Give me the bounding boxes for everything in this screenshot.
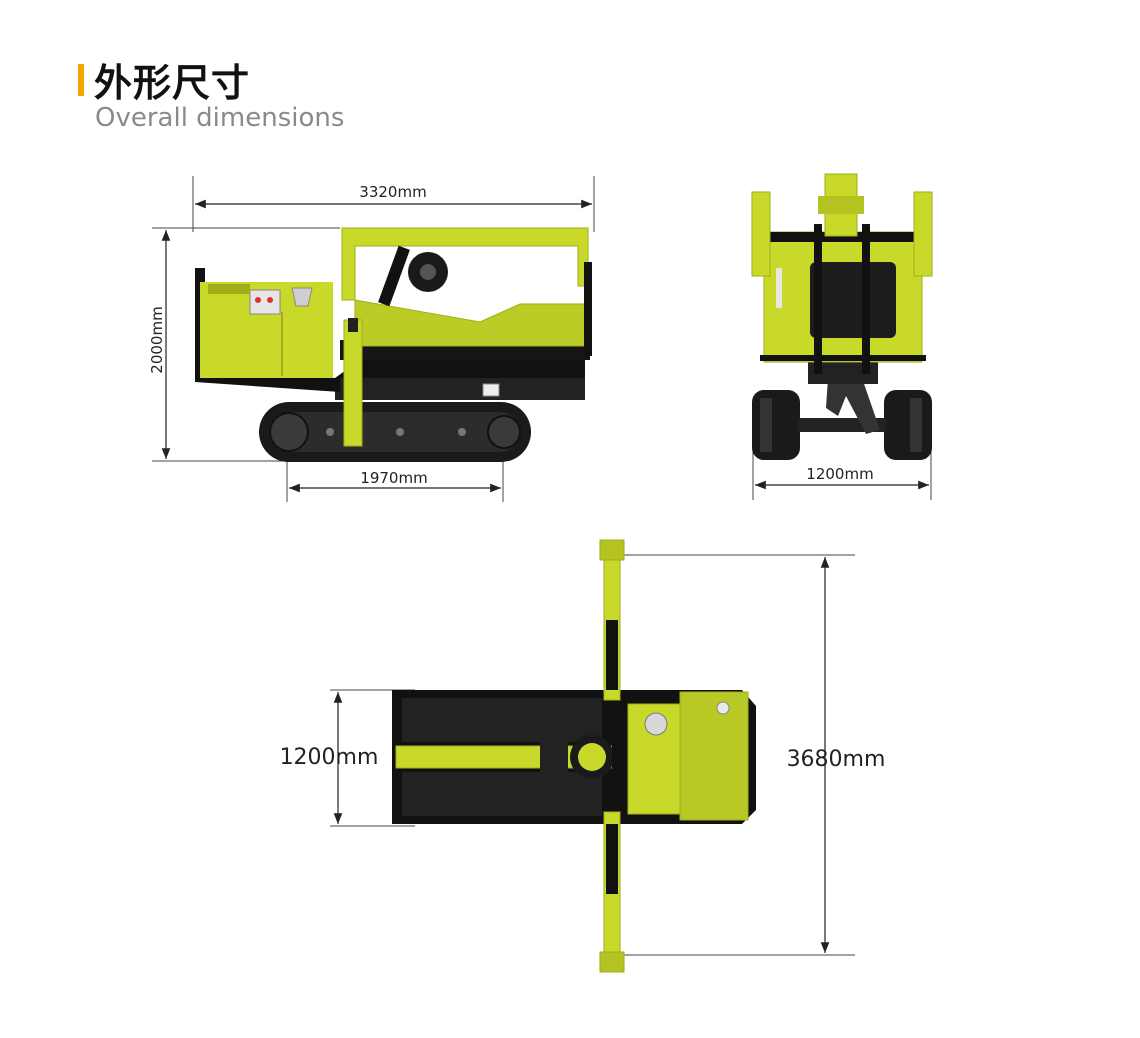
front-view bbox=[751, 173, 933, 500]
page-title: 外形尺寸 bbox=[94, 61, 251, 105]
top-view bbox=[330, 539, 855, 973]
side-length-label: 3320mm bbox=[359, 183, 426, 201]
top-width-label: 1200mm bbox=[280, 745, 379, 770]
title-accent-bar bbox=[78, 64, 84, 96]
side-height-label: 2000mm bbox=[148, 306, 166, 373]
front-width-label: 1200mm bbox=[806, 465, 873, 483]
side-view bbox=[152, 176, 595, 502]
top-span-label: 3680mm bbox=[787, 747, 886, 772]
page-subtitle: Overall dimensions bbox=[95, 103, 345, 133]
side-track-label: 1970mm bbox=[360, 469, 427, 487]
